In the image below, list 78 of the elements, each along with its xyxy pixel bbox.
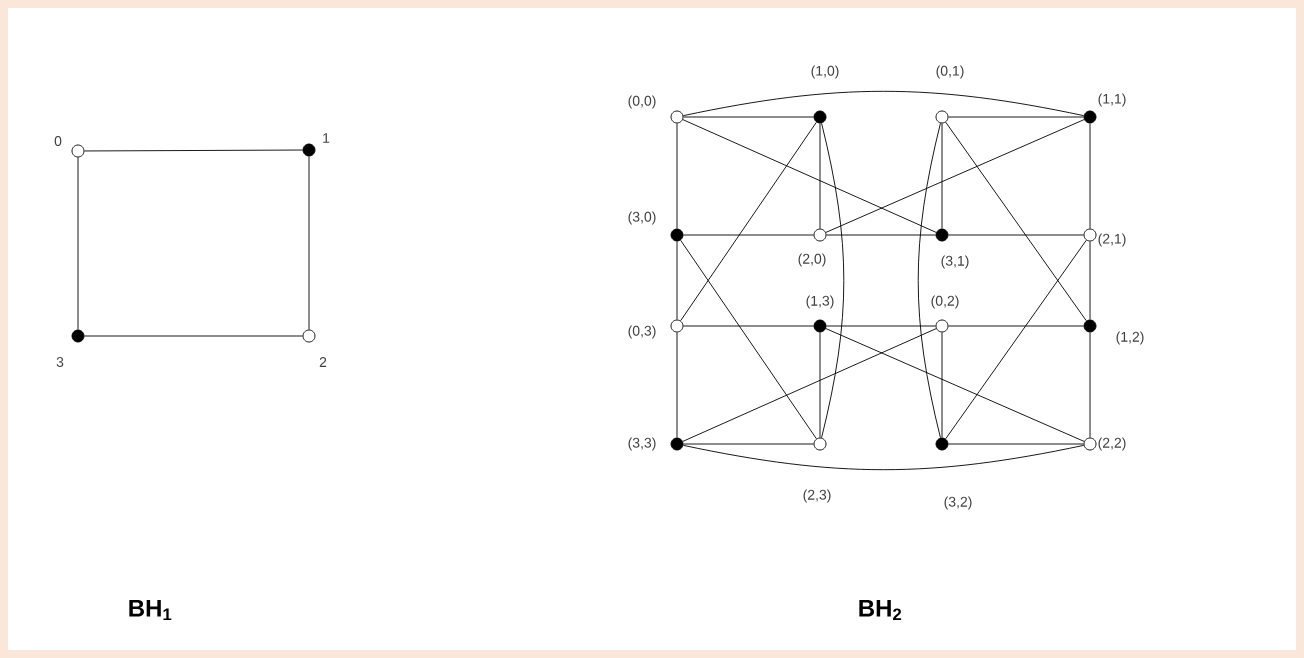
edge-line: [1089, 332, 1091, 438]
edge-line: [682, 90, 1085, 117]
vertex-label: (2,1): [1098, 233, 1126, 247]
vertex: [71, 144, 85, 158]
edge-line: [941, 332, 943, 438]
vertex: [813, 228, 827, 242]
edge-line: [683, 325, 814, 327]
vertex-label: (1,1): [1098, 93, 1126, 107]
edge-line: [819, 123, 821, 229]
vertex: [813, 319, 827, 333]
vertex: [670, 228, 684, 242]
vertex-label: (2,2): [1098, 437, 1126, 451]
vertex-label: (3,0): [628, 211, 656, 225]
vertex-label: 0: [54, 136, 62, 146]
vertex-label: (3,2): [944, 496, 972, 510]
edge-line: [84, 149, 303, 152]
vertex-label: (2,3): [803, 489, 831, 503]
edge-line: [680, 239, 817, 440]
edge-line: [826, 234, 937, 236]
vertex: [1083, 437, 1097, 451]
edge-line: [821, 122, 845, 439]
vertex-label: (3,1): [941, 255, 969, 269]
vertex: [302, 143, 316, 157]
edge-line: [1089, 123, 1091, 229]
edge-line: [941, 123, 943, 229]
vertex: [302, 329, 316, 343]
edge-line: [682, 119, 937, 233]
edge-line: [682, 328, 937, 442]
edge-line: [948, 443, 1084, 445]
vertex: [71, 329, 85, 343]
vertex-label: (0,1): [936, 65, 964, 79]
vertex-label: (0,0): [628, 95, 656, 109]
vertex-label: (0,3): [628, 325, 656, 339]
edge-line: [825, 328, 1085, 442]
vertex: [1083, 110, 1097, 124]
vertex-label: 1: [323, 133, 330, 143]
vertex-label: (3,3): [628, 437, 656, 451]
edge-line: [676, 241, 678, 320]
vertex: [670, 437, 684, 451]
vertex-label: (1,0): [811, 65, 839, 79]
vertex: [813, 110, 827, 124]
edge-line: [917, 122, 941, 439]
vertex-label: (1,3): [806, 295, 834, 309]
vertex: [1083, 319, 1097, 333]
vertex-label: 2: [319, 357, 327, 367]
graph-caption: BH$_{2}$: [859, 599, 902, 621]
edge-line: [948, 116, 1084, 118]
edge-line: [676, 332, 678, 438]
graph-caption: BH$_{1}$: [129, 599, 172, 621]
vertex-label: 3: [56, 357, 64, 367]
vertex: [670, 110, 684, 124]
edge-line: [308, 156, 310, 330]
edge-line: [826, 325, 937, 327]
vertex-label: (1,2): [1116, 331, 1144, 345]
edge-line: [819, 332, 821, 438]
edge-line: [945, 239, 1087, 440]
edge-line: [1089, 241, 1091, 320]
vertex: [670, 319, 684, 333]
edge-line: [77, 157, 79, 330]
vertex-label: (0,2): [931, 295, 959, 309]
edge-line: [683, 443, 814, 445]
vertex: [935, 228, 949, 242]
edge-line: [682, 444, 1085, 471]
edge-line: [683, 234, 814, 236]
edge-line: [948, 234, 1084, 236]
edge-line: [676, 123, 678, 229]
vertex: [813, 437, 827, 451]
edge-line: [680, 121, 817, 322]
vertex: [935, 437, 949, 451]
edge-line: [825, 119, 1085, 233]
vertex: [1083, 228, 1097, 242]
edge-line: [948, 325, 1084, 327]
vertex: [935, 110, 949, 124]
edge-line: [84, 335, 303, 337]
vertex: [935, 319, 949, 333]
edge-line: [683, 116, 814, 118]
vertex-label: (2,0): [798, 253, 826, 267]
edge-line: [945, 121, 1087, 322]
